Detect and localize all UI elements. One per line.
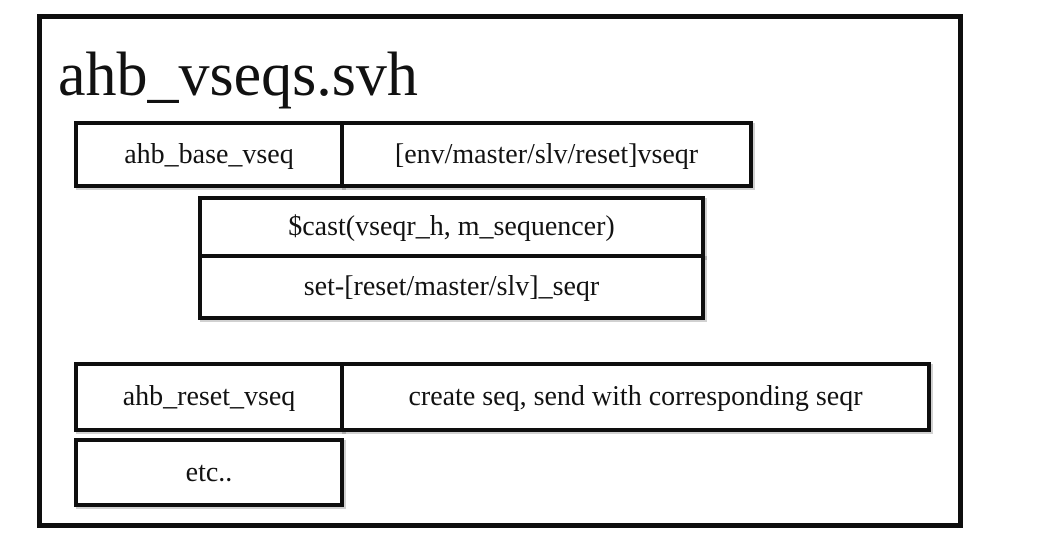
vseqr-list-box: [env/master/slv/reset]vseqr <box>340 121 753 188</box>
ahb-base-vseq-box: ahb_base_vseq <box>74 121 344 188</box>
set-seqr-box: set-[reset/master/slv]_seqr <box>198 254 705 320</box>
ahb-reset-vseq-box: ahb_reset_vseq <box>74 362 344 432</box>
etc-box: etc.. <box>74 438 344 507</box>
file-title: ahb_vseqs.svh <box>58 41 418 109</box>
etc-row: etc.. <box>74 438 344 507</box>
file-container-box: ahb_vseqs.svh ahb_base_vseq [env/master/… <box>37 14 963 528</box>
create-seq-description-box: create seq, send with corresponding seqr <box>340 362 931 432</box>
reset-vseq-row: ahb_reset_vseq create seq, send with cor… <box>74 362 931 432</box>
base-vseq-detail-stack: $cast(vseqr_h, m_sequencer) set-[reset/m… <box>198 196 705 320</box>
cast-statement-box: $cast(vseqr_h, m_sequencer) <box>198 196 705 258</box>
base-vseq-row: ahb_base_vseq [env/master/slv/reset]vseq… <box>74 121 753 188</box>
